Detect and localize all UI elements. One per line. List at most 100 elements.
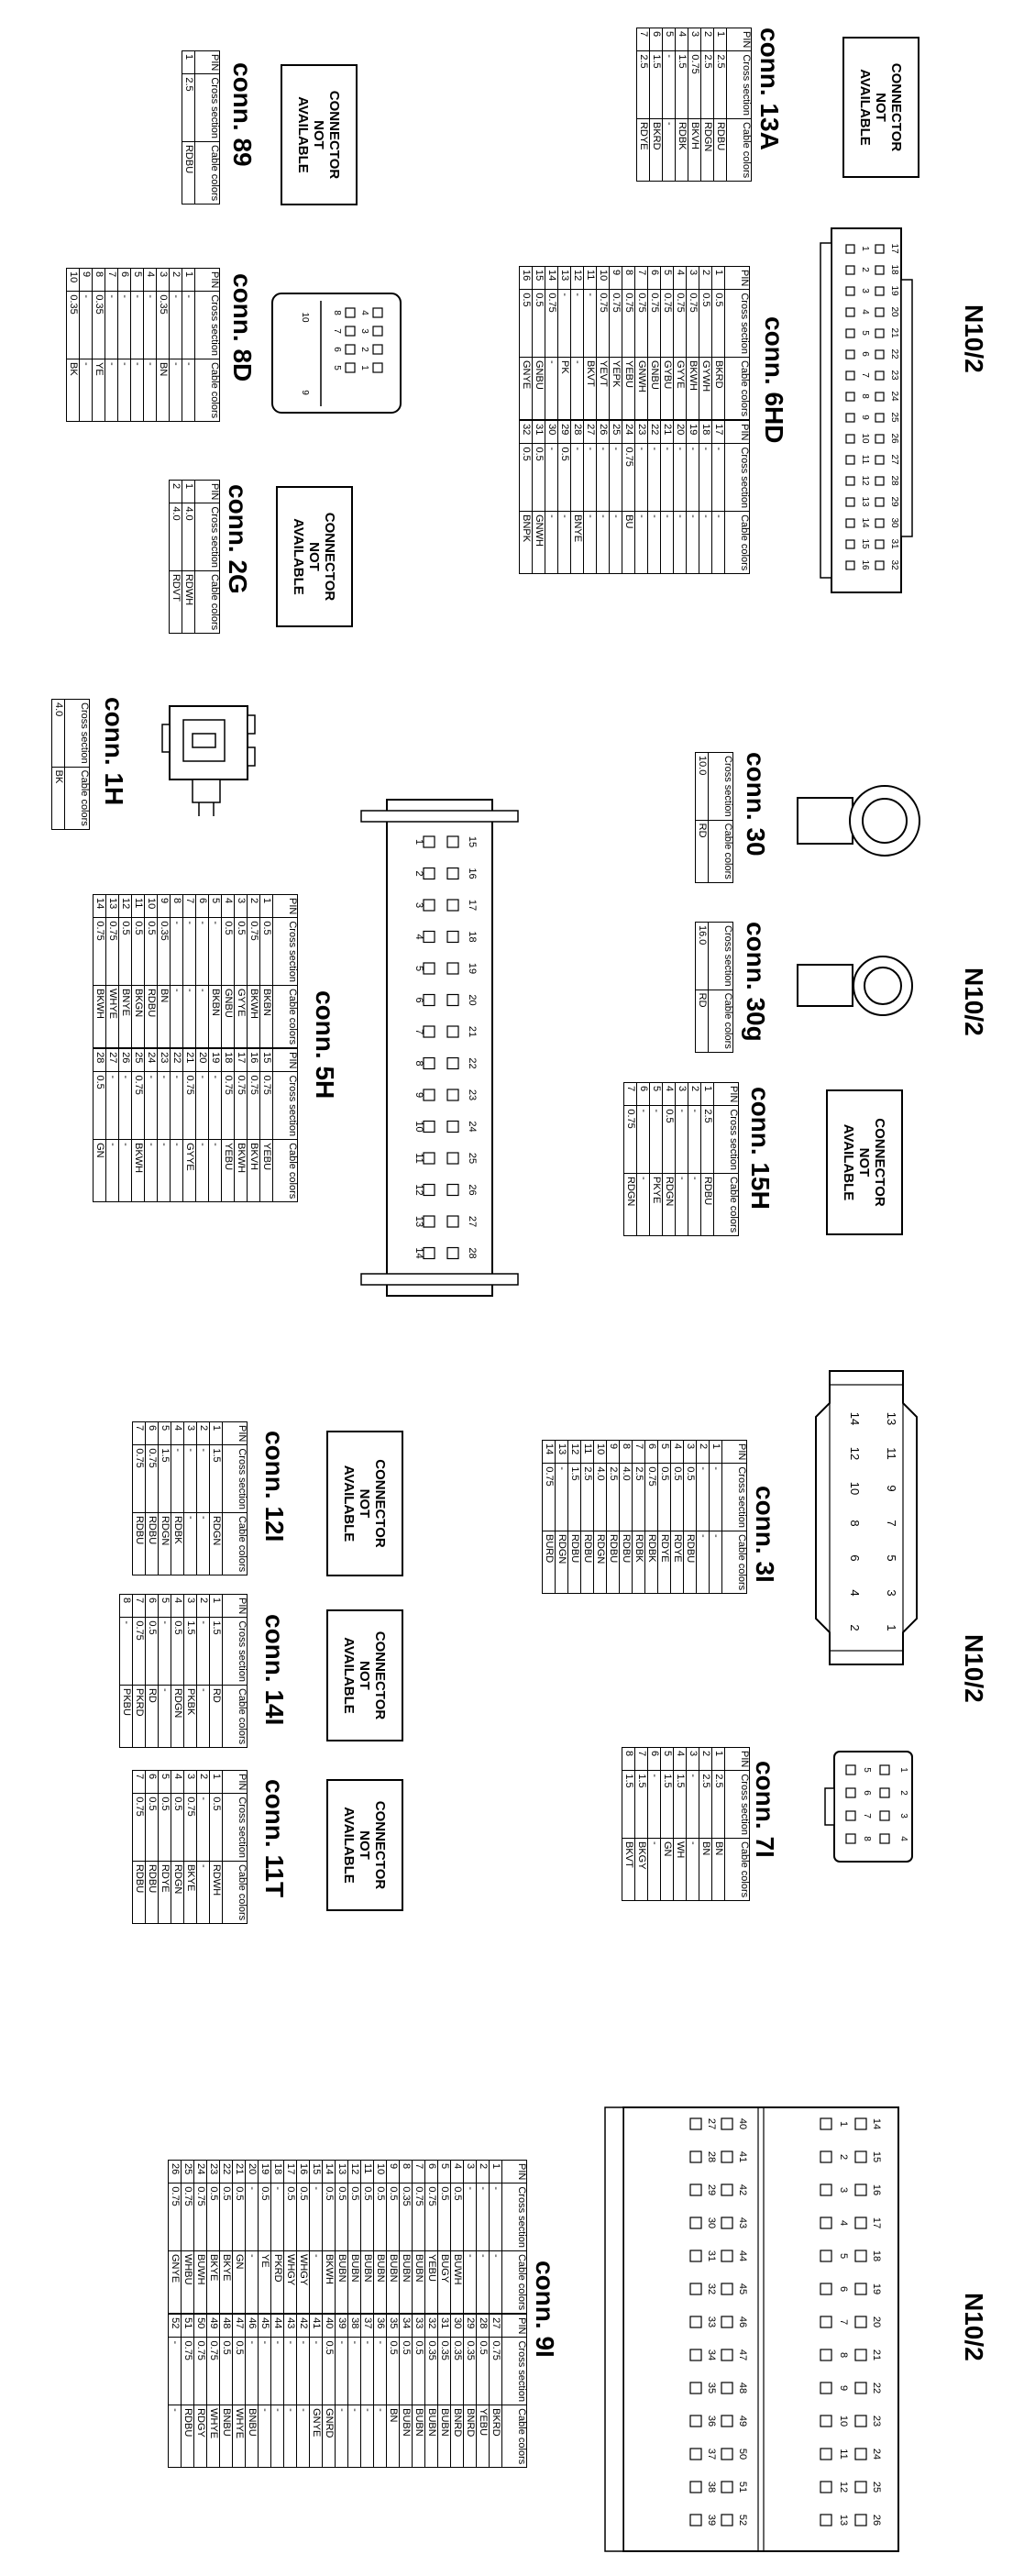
pin-cavity bbox=[854, 2217, 867, 2229]
pin-number: 1 bbox=[182, 50, 195, 74]
cable-color: - bbox=[696, 1531, 710, 1594]
pin-number: 3 bbox=[183, 1594, 197, 1618]
pin-number: 4 bbox=[221, 894, 235, 918]
cross-section: 4.0 bbox=[51, 699, 65, 768]
pin-cavity bbox=[423, 1152, 435, 1165]
pin-cavity bbox=[845, 497, 855, 507]
connector-drawing-1h bbox=[161, 705, 256, 816]
table-row: 41-GNYE bbox=[309, 2314, 323, 2468]
pin-cavity bbox=[423, 1215, 435, 1228]
pin-number: 11 bbox=[360, 2160, 374, 2184]
pin-label: 8 bbox=[332, 310, 342, 315]
pin-label: 10 bbox=[413, 1121, 424, 1132]
pin-cavity bbox=[820, 2481, 832, 2493]
cable-color: RDBK bbox=[632, 1531, 645, 1594]
cable-color: - bbox=[709, 1531, 722, 1594]
cross-section: 0.75 bbox=[181, 2337, 194, 2405]
cable-color: BN bbox=[711, 1838, 725, 1901]
pin-label: 9 bbox=[838, 2385, 849, 2391]
component-label-n10-2-top: N10/2 bbox=[960, 304, 988, 373]
pin-number: 4 bbox=[143, 268, 157, 292]
pin-number: 1 bbox=[709, 1440, 722, 1464]
cable-color: RDYE bbox=[636, 118, 650, 182]
cable-color: RDGN bbox=[662, 1173, 676, 1236]
pin-label: 6 bbox=[413, 997, 424, 1002]
pin-label: 3 bbox=[413, 902, 424, 908]
pin-label: 5 bbox=[862, 1767, 872, 1773]
cross-section: 16.0 bbox=[695, 922, 709, 990]
pin-label: 14 bbox=[871, 2118, 882, 2129]
pin-label: 4 bbox=[359, 310, 369, 315]
cable-color: RDBU bbox=[567, 1531, 581, 1594]
pin-label: 14 bbox=[848, 1412, 862, 1425]
pin-number: 10 bbox=[596, 266, 610, 290]
cross-section: 0.75 bbox=[634, 289, 648, 358]
pin-cavity bbox=[721, 2481, 733, 2493]
cross-section: 1.5 bbox=[660, 1770, 674, 1839]
cable-color: - bbox=[195, 985, 209, 1048]
pin-number: 13 bbox=[105, 894, 119, 918]
pin-label: 1 bbox=[838, 2121, 849, 2127]
pin-number: 32 bbox=[424, 2314, 438, 2338]
pin-cavity bbox=[721, 2283, 733, 2295]
cable-color: RDGN bbox=[171, 1861, 184, 1924]
pin-label: 15 bbox=[860, 538, 870, 549]
pin-number: 8 bbox=[622, 266, 635, 290]
cable-color: - bbox=[183, 1512, 197, 1575]
cable-color: BKBN bbox=[208, 985, 222, 1048]
cable-color: RDBU bbox=[580, 1531, 594, 1594]
cross-section: 0.75 bbox=[622, 289, 635, 358]
pin-cavity bbox=[372, 326, 383, 337]
table-row: 26-- bbox=[596, 420, 610, 574]
pin-cavity bbox=[446, 867, 459, 880]
pin-cavity bbox=[879, 1810, 890, 1821]
cable-color: GNBU bbox=[221, 985, 235, 1048]
pin-number: 8 bbox=[399, 2160, 413, 2184]
pin-cavity bbox=[423, 867, 435, 880]
cable-color: - bbox=[182, 359, 195, 422]
cable-color: - bbox=[476, 2250, 490, 2314]
pin-number: 1 bbox=[711, 266, 725, 290]
pin-cavity bbox=[845, 455, 855, 465]
cable-color: - bbox=[347, 2405, 361, 2468]
pin-cavity bbox=[446, 993, 459, 1007]
pin-number: 23 bbox=[206, 2160, 220, 2184]
cross-section: 0.35 bbox=[157, 917, 171, 986]
table-row: 39-- bbox=[335, 2314, 348, 2468]
cross-section: - bbox=[660, 443, 674, 512]
pin-cavity bbox=[875, 539, 885, 549]
cross-section: 0.5 bbox=[450, 2183, 464, 2251]
cross-section: 0.5 bbox=[232, 2337, 246, 2405]
pin-number: 6 bbox=[636, 1082, 650, 1106]
pin-number: 23 bbox=[634, 420, 648, 444]
pin-number: 2 bbox=[699, 1747, 712, 1771]
component-label-n10-2-lower: N10/2 bbox=[960, 1634, 988, 1703]
table-row: 3-- bbox=[675, 1082, 688, 1236]
cross-section: - bbox=[182, 291, 195, 359]
cross-section: - bbox=[347, 2337, 361, 2405]
cable-color: - bbox=[169, 359, 182, 422]
pin-cavity bbox=[721, 2415, 733, 2427]
pin-label: 20 bbox=[871, 2316, 882, 2327]
pin-label: 19 bbox=[871, 2283, 882, 2294]
cross-section: 0.5 bbox=[206, 2183, 220, 2251]
cable-color: GN bbox=[93, 1139, 106, 1202]
table-row: 37-- bbox=[360, 2314, 374, 2468]
cross-section: - bbox=[270, 2183, 284, 2251]
table-row: 2-- bbox=[688, 1082, 701, 1236]
cable-color: BUBN bbox=[412, 2405, 425, 2468]
pin-label: 36 bbox=[706, 2416, 717, 2427]
cable-color: - bbox=[79, 359, 93, 422]
cable-color: - bbox=[195, 1139, 209, 1202]
table-row: 3-- bbox=[686, 1747, 699, 1901]
